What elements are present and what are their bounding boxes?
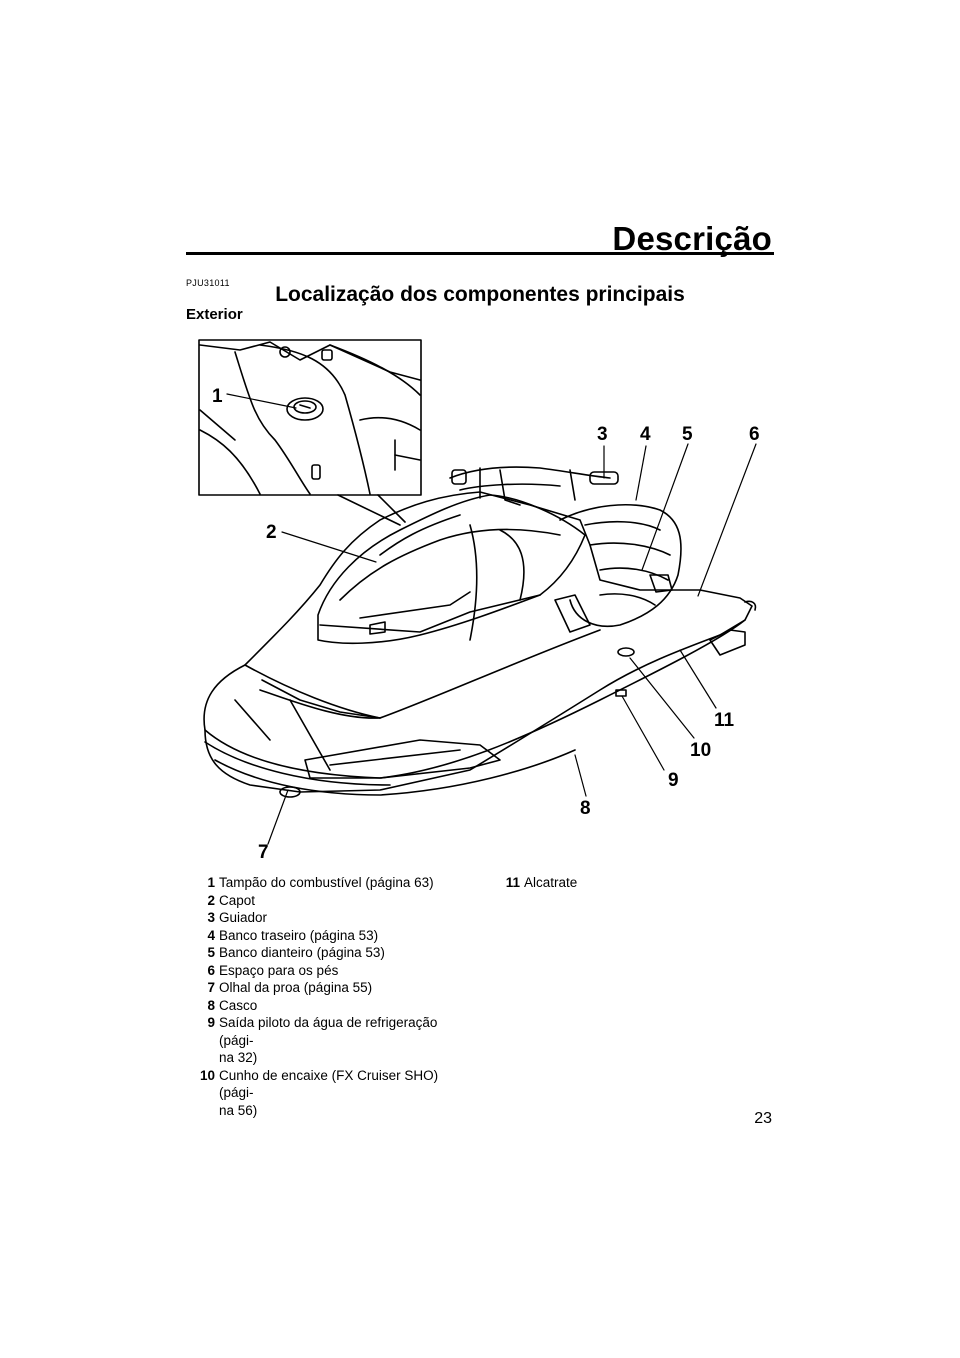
legend-number: 1 [207, 875, 215, 890]
legend-number: 10 [199, 1067, 215, 1083]
legend-right-column: 11 Alcatrate [491, 874, 776, 892]
callout-3: 3 [597, 424, 608, 445]
legend-number: 7 [207, 980, 215, 995]
callout-10: 10 [690, 740, 711, 761]
legend-item: 9 Saída piloto da água de refrigeração (p… [186, 1014, 471, 1067]
legend-text: Banco traseiro (página 53) [219, 927, 379, 943]
jet-ski-illustration: 1 2 3 4 5 6 7 8 9 10 11 [198, 339, 760, 863]
legend-item: 1 Tampão do combustível (página 63) [186, 874, 471, 892]
legend-number: 3 [207, 910, 215, 925]
legend-item: 7 Olhal da proa (página 55) [186, 979, 471, 997]
document-code: PJU31011 [186, 278, 230, 288]
legend-text: Espaço para os pés [219, 962, 339, 978]
callout-8: 8 [580, 798, 591, 819]
legend-item: 11 Alcatrate [491, 874, 776, 892]
legend-text: Olhal da proa (página 55) [219, 980, 373, 995]
legend-text: Cunho de encaixe (FX Cruiser SHO) (pági-… [219, 1067, 439, 1118]
legend-number: 9 [207, 1015, 215, 1030]
callout-7: 7 [258, 842, 269, 863]
legend-number: 6 [207, 962, 215, 978]
legend-item: 5 Banco dianteiro (página 53) [186, 944, 471, 962]
sub-heading: Exterior [186, 306, 243, 323]
callout-11: 11 [714, 710, 735, 731]
legend-text: Tampão do combustível (página 63) [219, 875, 434, 890]
page-number: 23 [754, 1110, 772, 1127]
legend-number: 8 [207, 997, 215, 1013]
legend-number: 4 [207, 927, 215, 943]
page-heading: Localização dos componentes principais [275, 283, 685, 306]
callout-4: 4 [640, 424, 651, 445]
legend-text: Banco dianteiro (página 53) [219, 945, 385, 960]
callout-9: 9 [668, 770, 679, 791]
legend-item: 3 Guiador [186, 909, 471, 927]
legend-text: Alcatrate [524, 875, 578, 890]
legend-text: Guiador [219, 910, 268, 925]
legend-text: Capot [219, 892, 256, 908]
title-rule [186, 252, 774, 255]
legend-number: 11 [505, 875, 520, 890]
callout-2: 2 [266, 522, 277, 543]
callout-5: 5 [682, 424, 693, 445]
legend-text: Casco [219, 997, 258, 1013]
section-title: Descrição [612, 220, 772, 257]
callout-1: 1 [212, 386, 223, 407]
legend-number: 5 [207, 945, 215, 960]
callout-6: 6 [749, 424, 760, 445]
legend-text: Saída piloto da água de refrigeração (pá… [219, 1015, 438, 1065]
legend-number: 2 [207, 892, 215, 908]
